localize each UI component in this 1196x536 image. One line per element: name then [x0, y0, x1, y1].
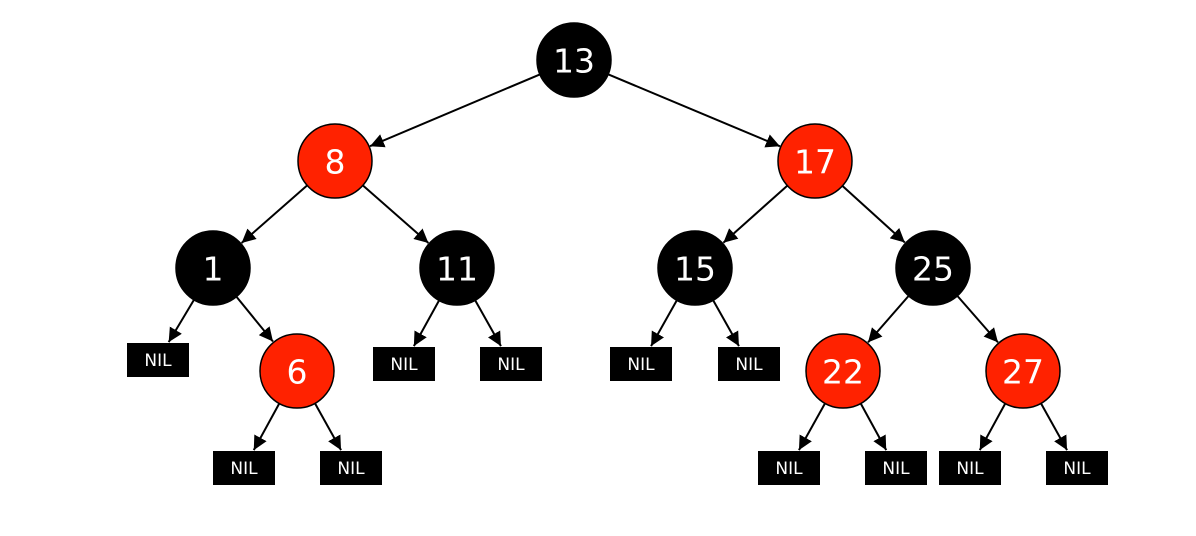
nil-label: NIL	[230, 459, 258, 479]
nil-leaf-8: NIL	[758, 451, 820, 485]
node-label: 13	[553, 42, 595, 81]
tree-node-22: 22	[805, 333, 881, 409]
tree-node-25: 25	[895, 230, 971, 306]
nil-label: NIL	[956, 459, 984, 479]
edge-n15-nil7	[712, 299, 740, 347]
node-label: 27	[1002, 353, 1044, 392]
nil-leaf-7: NIL	[718, 347, 780, 381]
edge-n11-nil5	[474, 299, 502, 347]
nil-label: NIL	[390, 355, 418, 375]
tree-node-13: 13	[536, 22, 612, 98]
edge-n13-n17	[607, 73, 781, 148]
nil-leaf-9: NIL	[865, 451, 927, 485]
nil-box	[480, 347, 542, 381]
tree-node-27: 27	[985, 333, 1061, 409]
nil-box	[320, 451, 382, 485]
node-label: 17	[794, 143, 836, 182]
nil-label: NIL	[735, 355, 763, 375]
edge-n25-n22	[867, 295, 910, 344]
red-node-circle	[259, 333, 335, 409]
edge-n15-nil6	[650, 299, 678, 347]
nil-box	[865, 451, 927, 485]
nil-leaf-11: NIL	[1046, 451, 1108, 485]
edge-n22-nil9	[859, 402, 888, 451]
edge-n8-n11	[362, 184, 430, 244]
edge-n17-n15	[722, 184, 789, 244]
edge-n25-n27	[956, 295, 999, 344]
nil-box	[939, 451, 1001, 485]
nil-label: NIL	[882, 459, 910, 479]
nil-box	[373, 347, 435, 381]
black-node-circle	[419, 230, 495, 306]
edge-n27-nil10	[978, 402, 1007, 451]
nil-leaf-3: NIL	[320, 451, 382, 485]
node-label: 11	[436, 250, 478, 289]
node-label: 22	[822, 353, 864, 392]
tree-node-1: 1	[175, 230, 251, 306]
nil-leaf-4: NIL	[373, 347, 435, 381]
nil-leaf-1: NIL	[127, 343, 189, 377]
edges-layer	[167, 73, 1068, 451]
red-node-circle	[297, 123, 373, 199]
black-node-circle	[657, 230, 733, 306]
nil-box	[718, 347, 780, 381]
black-node-circle	[175, 230, 251, 306]
nil-leaf-10: NIL	[939, 451, 1001, 485]
nil-label: NIL	[337, 459, 365, 479]
edge-n27-nil11	[1040, 402, 1068, 451]
node-label: 1	[203, 250, 224, 289]
edge-n1-n6	[235, 296, 274, 343]
nil-box	[1046, 451, 1108, 485]
nil-box	[758, 451, 820, 485]
tree-node-8: 8	[297, 123, 373, 199]
edge-n22-nil8	[798, 402, 826, 451]
nil-box	[213, 451, 275, 485]
black-node-circle	[536, 22, 612, 98]
edge-n6-nil2	[252, 402, 281, 451]
tree-node-6: 6	[259, 333, 335, 409]
nil-box	[127, 343, 189, 377]
nil-label: NIL	[144, 351, 172, 371]
tree-node-11: 11	[419, 230, 495, 306]
edge-n17-n25	[841, 185, 906, 244]
node-label: 6	[287, 353, 308, 392]
node-label: 25	[912, 250, 954, 289]
nil-leaf-5: NIL	[480, 347, 542, 381]
edge-n11-nil4	[412, 299, 440, 347]
edge-n13-n8	[369, 73, 541, 148]
nil-label: NIL	[497, 355, 525, 375]
nil-leaf-2: NIL	[213, 451, 275, 485]
nil-box	[610, 347, 672, 381]
red-node-circle	[985, 333, 1061, 409]
red-node-circle	[777, 123, 853, 199]
tree-node-15: 15	[657, 230, 733, 306]
tree-node-17: 17	[777, 123, 853, 199]
red-node-circle	[805, 333, 881, 409]
edge-n6-nil3	[314, 402, 342, 451]
edge-n8-n1	[240, 184, 308, 244]
node-label: 15	[674, 250, 716, 289]
nil-label: NIL	[627, 355, 655, 375]
nil-label: NIL	[1063, 459, 1091, 479]
edge-n1-nil1	[167, 299, 195, 343]
nil-leaf-6: NIL	[610, 347, 672, 381]
nil-label: NIL	[775, 459, 803, 479]
node-label: 8	[325, 143, 346, 182]
black-node-circle	[895, 230, 971, 306]
